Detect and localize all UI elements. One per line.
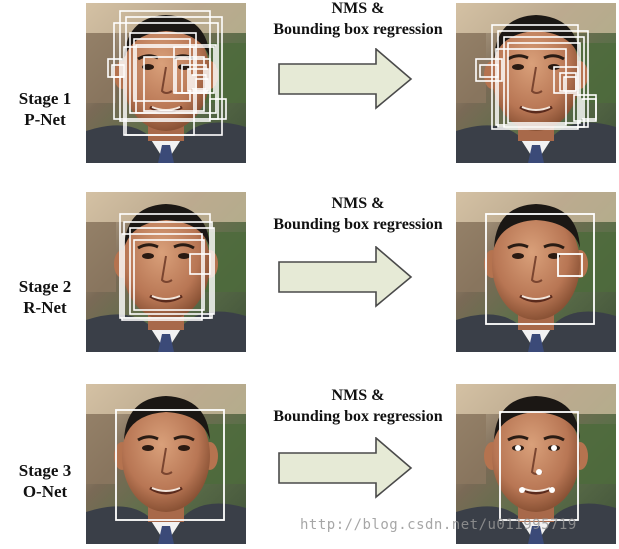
refined-box <box>475 58 503 82</box>
stage-3-input-photo <box>86 384 246 544</box>
stage-3-output-photo <box>456 384 616 544</box>
step-label-3: NMS & Bounding box regression <box>248 385 468 427</box>
candidate-box <box>129 227 215 315</box>
refined-box <box>581 98 597 120</box>
watermark-url: http://blog.csdn.net/u011995719 <box>300 517 577 533</box>
candidate-box <box>111 64 125 78</box>
candidate-box <box>113 22 219 120</box>
stage-2-input-photo <box>86 192 246 352</box>
final-box <box>499 411 579 521</box>
face-image <box>456 192 616 352</box>
step-label-2-line1: NMS & <box>331 195 385 212</box>
candidate-box <box>115 409 225 521</box>
facial-landmarks <box>515 445 557 493</box>
stage-1-net: P-Net <box>24 110 66 129</box>
mouth-right-landmark <box>549 487 555 493</box>
stage-3-label: Stage 3 O-Net <box>0 460 90 502</box>
refined-box <box>479 64 499 78</box>
refined-boxes <box>485 213 595 325</box>
stage-2-output-photo <box>456 192 616 352</box>
stage-2-title: Stage 2 <box>18 277 72 296</box>
step-label-3-line1: NMS & <box>331 387 385 404</box>
left-eye-landmark <box>515 445 521 451</box>
step-label-1: NMS & Bounding box regression <box>248 0 468 40</box>
final-boxes <box>499 411 579 521</box>
refined-box <box>495 48 567 126</box>
stage-1-title: Stage 1 <box>18 89 72 108</box>
arrow-stage-2 <box>278 246 413 308</box>
face-image <box>456 3 616 163</box>
refined-box <box>485 213 595 325</box>
candidate-box <box>209 98 227 120</box>
refined-box <box>503 36 585 128</box>
candidate-box <box>133 239 205 311</box>
step-label-2-line2: Bounding box regression <box>273 216 443 233</box>
mouth-left-landmark <box>519 487 525 493</box>
refined-box <box>557 253 583 277</box>
candidate-boxes <box>107 10 227 136</box>
refined-box <box>563 76 577 92</box>
nose-landmark <box>536 469 542 475</box>
stage-1-input-photo <box>86 3 246 163</box>
stage-2-label: Stage 2 R-Net <box>0 276 90 318</box>
candidate-box <box>191 74 207 90</box>
stage-3-net: O-Net <box>22 482 68 501</box>
arrow-stage-1 <box>278 48 413 110</box>
candidate-box <box>123 221 213 319</box>
right-eye-landmark <box>551 445 557 451</box>
refined-boxes <box>475 24 597 130</box>
arrow-stage-3 <box>278 437 413 499</box>
step-label-3-line2: Bounding box regression <box>273 408 443 425</box>
candidate-boxes <box>115 409 225 521</box>
candidate-box <box>135 44 217 114</box>
face-image <box>86 192 246 352</box>
stage-3-title: Stage 3 <box>18 461 72 480</box>
candidate-box <box>189 253 211 275</box>
refined-box <box>553 66 579 94</box>
candidate-box <box>195 78 209 92</box>
step-label-1-line1: NMS & <box>331 0 385 17</box>
refined-box <box>507 42 581 124</box>
candidate-box <box>121 233 203 321</box>
step-label-1-line2: Bounding box regression <box>273 21 443 38</box>
step-label-2: NMS & Bounding box regression <box>248 193 468 235</box>
stage-2-net: R-Net <box>23 298 67 317</box>
candidate-box <box>133 38 191 102</box>
stage-1-output-photo <box>456 3 616 163</box>
candidate-box <box>173 46 215 94</box>
candidate-boxes <box>119 213 215 321</box>
stage-1-label: Stage 1 P-Net <box>0 88 90 130</box>
